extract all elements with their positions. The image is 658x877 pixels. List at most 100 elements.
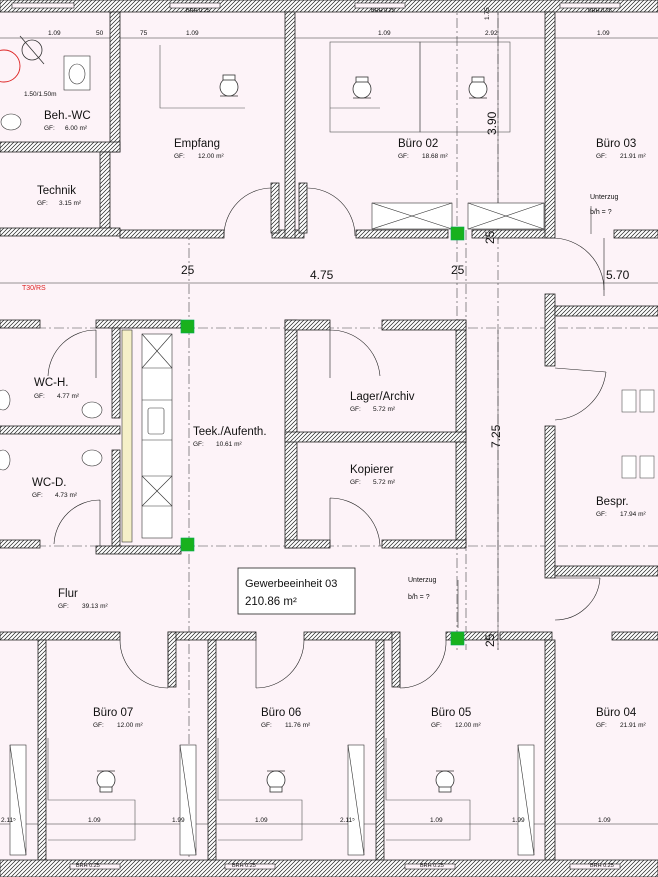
dim-label: 50 — [96, 30, 104, 37]
room-name: Büro 07 — [93, 707, 133, 719]
unterzug-markers — [457, 206, 592, 628]
brh-label: BRH 0.25 — [186, 8, 210, 14]
brh-label: BRH 0.25 — [76, 863, 100, 869]
brh-label: BRH 0.25 — [232, 863, 256, 869]
dim-label: 1.09 — [255, 817, 268, 824]
room-name: Büro 03 — [596, 138, 636, 150]
room-area: 6.00 m² — [65, 125, 88, 132]
dim-label: 25 — [181, 263, 195, 277]
room-name: Büro 02 — [398, 138, 438, 150]
turning-circle — [0, 49, 21, 83]
room-gf: GF: — [34, 393, 45, 400]
dim-label: 1.09 — [88, 817, 101, 824]
room-gf: GF: — [350, 479, 361, 486]
room-name: Büro 05 — [431, 707, 471, 719]
brh-label: BRH 0.25 — [590, 863, 614, 869]
room-gf: GF: — [596, 153, 607, 160]
room-gf: GF: — [174, 153, 185, 160]
room-area: 21.91 m² — [620, 153, 646, 160]
unit-area: 210.86 m² — [245, 596, 297, 608]
unterzug-label: Unterzug — [408, 577, 437, 584]
dim-label: 25 — [451, 263, 465, 277]
brh-label: BRH 0.25 — [588, 8, 612, 14]
room-area: 3.15 m² — [59, 200, 82, 207]
room-gf: GF: — [58, 603, 69, 610]
room-name: Teek./Aufenth. — [193, 426, 267, 438]
brh-label: BRH 0.25 — [420, 863, 444, 869]
dim-label: 1.09 — [597, 30, 610, 37]
dim-label: 25 — [483, 230, 497, 244]
dim-label: 5.70 — [606, 268, 630, 282]
cabinets — [9, 202, 545, 856]
room-name: WC-D. — [32, 477, 67, 489]
room-area: 18.68 m² — [422, 153, 448, 160]
room-area: 17.94 m² — [620, 511, 646, 518]
dim-label: 1.09 — [430, 817, 443, 824]
room-name: Technik — [37, 185, 76, 197]
room-name: Empfang — [174, 138, 220, 150]
room-area: 39.13 m² — [82, 603, 108, 610]
room-area: 10.61 m² — [216, 441, 242, 448]
dim-label: 75 — [140, 30, 148, 37]
room-name: Büro 04 — [596, 707, 637, 719]
unterzug-size-label: b/h = ? — [590, 209, 612, 216]
chairs — [621, 389, 655, 479]
room-gf: GF: — [596, 722, 607, 729]
room-gf: GF: — [596, 511, 607, 518]
dim-label: 1.09 — [378, 30, 391, 37]
room-gf: GF: — [261, 722, 272, 729]
wheelchair-icon — [19, 35, 45, 65]
dim-label: 4.75 — [310, 268, 334, 282]
dim-label: 25 — [483, 633, 497, 647]
room-gf: GF: — [32, 492, 43, 499]
structural-columns — [180, 226, 465, 646]
unit-name: Gewerbeeinheit 03 — [245, 578, 337, 590]
dim-label: 2.92 — [485, 30, 498, 37]
room-area: 4.73 m² — [55, 492, 78, 499]
dim-label: 1.09 — [186, 30, 199, 37]
room-area: 5.72 m² — [373, 406, 396, 413]
room-name: Büro 06 — [261, 707, 301, 719]
dim-label: 2.11⁵ — [1, 817, 16, 824]
room-gf: GF: — [193, 441, 204, 448]
doors — [47, 187, 607, 689]
dim-label: 1.75 — [484, 7, 491, 20]
room-gf: GF: — [350, 406, 361, 413]
brh-label: BRH 0.25 — [371, 8, 395, 14]
desks — [47, 41, 511, 841]
room-name: WC-H. — [34, 377, 69, 389]
room-area: 5.72 m² — [373, 479, 396, 486]
room-gf: GF: — [93, 722, 104, 729]
dim-label: 1.09 — [598, 817, 611, 824]
room-gf: GF: — [398, 153, 409, 160]
office-chair-icons — [96, 74, 488, 793]
dim-label: 3.90 — [485, 111, 499, 135]
room-labels: Beh.-WC GF: 6.00 m² Empfang GF: 12.00 m²… — [32, 110, 646, 729]
room-name: Flur — [58, 588, 78, 600]
dim-label: 2.11⁵ — [340, 817, 355, 824]
brh-labels: BRH 0.25 BRH 0.25 BRH 0.25 BRH 0.25 BRH … — [76, 8, 614, 869]
room-area: 4.77 m² — [57, 393, 80, 400]
dim-label: 1.99 — [172, 817, 185, 824]
room-name: Beh.-WC — [44, 110, 91, 122]
dimension-texts: 1.09 50 75 1.09 1.09 2.92 1.09 1.50/1.50… — [1, 7, 630, 824]
room-area: 12.00 m² — [198, 153, 224, 160]
fire-door-label: T30/RS — [22, 285, 46, 292]
room-area: 11.76 m² — [285, 722, 311, 729]
unterzug-label: Unterzug — [590, 194, 619, 201]
dim-label: 1.50/1.50m — [24, 91, 57, 98]
dim-label: 1.99 — [512, 817, 525, 824]
sanitary-fixtures — [0, 55, 103, 471]
room-gf: GF: — [431, 722, 442, 729]
room-area: 21.91 m² — [620, 722, 646, 729]
dim-label: 1.09 — [48, 30, 61, 37]
kitchen-counter — [121, 329, 173, 543]
windows — [11, 2, 621, 870]
room-name: Kopierer — [350, 464, 394, 476]
unit-label-box — [237, 567, 356, 615]
room-gf: GF: — [37, 200, 48, 207]
unterzug-size-label: b/h = ? — [408, 594, 430, 601]
dim-label: 7.25 — [489, 424, 503, 448]
